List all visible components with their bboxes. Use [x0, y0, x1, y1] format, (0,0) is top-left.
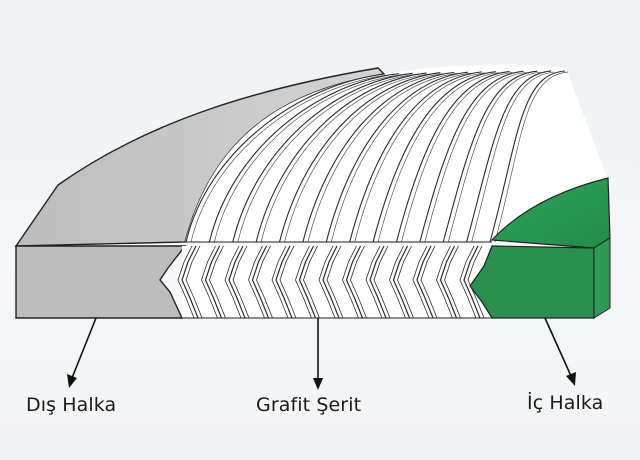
- winding-profile: [228, 245, 246, 319]
- winding-arc: [349, 71, 482, 243]
- inner-ring-top: [490, 177, 611, 249]
- winding-arc: [325, 71, 469, 243]
- inner-ring-label: İç Halka: [527, 392, 604, 414]
- winding-profile: [397, 245, 414, 319]
- spiral-winding-front: [177, 245, 492, 319]
- winding-profile: [256, 245, 273, 319]
- winding-arc: [372, 71, 496, 243]
- winding-arc-inner: [471, 71, 555, 243]
- winding-profile: [412, 245, 430, 319]
- winding-arc: [185, 73, 386, 243]
- winding-profile: [181, 245, 199, 319]
- winding-arc: [466, 70, 552, 243]
- winding-arc-inner: [354, 72, 485, 243]
- winding-profile: [279, 245, 297, 319]
- winding-profile: [303, 245, 320, 319]
- winding-profile: [232, 245, 250, 319]
- winding-arc: [489, 70, 566, 243]
- winding-arc: [395, 70, 510, 243]
- winding-arc-inner: [401, 72, 513, 243]
- arrow-inner-ring: [544, 317, 576, 386]
- outer-ring-front: [15, 245, 187, 319]
- winding-profile: [318, 245, 336, 319]
- winding-arc: [442, 70, 538, 243]
- winding-arc: [208, 73, 399, 243]
- winding-profile: [345, 245, 364, 319]
- winding-profile: [295, 245, 312, 319]
- winding-arc: [232, 72, 413, 243]
- winding-profile: [392, 245, 411, 319]
- winding-profile: [420, 245, 438, 319]
- winding-profile: [322, 245, 340, 319]
- winding-profile: [365, 245, 383, 319]
- winding-arc-inner: [424, 71, 527, 243]
- winding-arc-inner: [237, 73, 416, 243]
- winding-profile: [224, 245, 242, 319]
- winding-profile: [373, 245, 391, 319]
- winding-arc: [302, 71, 455, 243]
- winding-profile: [467, 245, 485, 319]
- inner-ring-front: [469, 245, 595, 319]
- winding-profile: [369, 245, 387, 319]
- spiral-winding-top: [185, 64, 608, 243]
- winding-profile: [298, 245, 317, 319]
- winding-profile: [436, 245, 453, 319]
- winding-profile: [204, 245, 223, 319]
- winding-profile: [248, 245, 265, 319]
- winding-arc-inner: [260, 73, 430, 243]
- winding-arc-inner: [377, 72, 499, 243]
- winding-profile: [251, 245, 270, 319]
- winding-profile: [459, 245, 477, 319]
- winding-profile: [439, 245, 458, 319]
- arrow-filler: [313, 318, 323, 390]
- winding-profile: [416, 245, 434, 319]
- winding-arc-inner: [214, 74, 402, 243]
- winding-arc: [419, 70, 524, 243]
- filler-label: Grafit Şerit: [256, 394, 362, 416]
- winding-profile: [201, 245, 218, 319]
- inner-ring-side: [593, 237, 611, 319]
- winding-arc-inner: [494, 71, 569, 243]
- winding-profile: [350, 245, 367, 319]
- winding-arc-inner: [330, 72, 472, 243]
- winding-profile: [326, 245, 344, 319]
- arrow-outer-ring: [67, 317, 97, 388]
- winding-profile: [444, 245, 461, 319]
- winding-arc-inner: [447, 71, 541, 243]
- winding-profile: [271, 245, 289, 319]
- outer-ring-label: Dış Halka: [26, 394, 117, 416]
- winding-arc-inner: [190, 74, 389, 243]
- winding-profile: [275, 245, 293, 319]
- winding-profile: [463, 245, 481, 319]
- winding-arc-inner: [284, 73, 444, 243]
- winding-profile: [177, 245, 195, 319]
- winding-profile: [389, 245, 406, 319]
- winding-profile: [209, 245, 226, 319]
- winding-profile: [185, 245, 203, 319]
- winding-arc-inner: [307, 73, 458, 243]
- winding-arc: [255, 72, 427, 243]
- winding-profile: [342, 245, 359, 319]
- winding-arc: [279, 72, 441, 243]
